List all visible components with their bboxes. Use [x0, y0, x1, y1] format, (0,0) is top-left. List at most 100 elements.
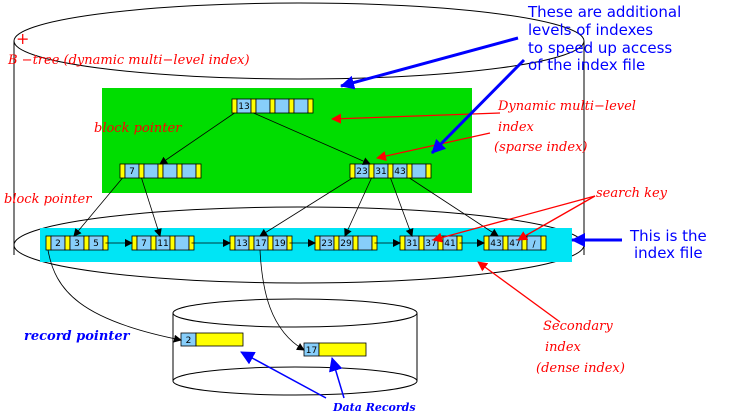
- node-pointer-cell: [368, 163, 375, 179]
- secondary-index-word-label: index: [545, 340, 582, 355]
- level2-node-right: 23 31 43: [349, 163, 432, 179]
- node-pointer-cell: [195, 163, 202, 179]
- node-key-cell: [255, 98, 271, 114]
- record-body-cell: [195, 332, 244, 347]
- node-key-text: 13: [236, 239, 247, 249]
- node-key-text: 47: [509, 239, 520, 249]
- node-key-text: 5: [93, 239, 99, 249]
- data-records-cylinder: [172, 298, 418, 396]
- search-key-arrow-2: [517, 195, 596, 241]
- root-node: 13: [231, 98, 314, 114]
- record-pointer-to-2: [47, 249, 182, 343]
- record-pointer-to-17: [259, 249, 305, 351]
- node-pointer-cell: [314, 235, 321, 251]
- node-key-text: 7: [129, 167, 135, 177]
- node-pointer-cell: [250, 98, 257, 114]
- btree-title: B −tree (dynamic multi−level index): [7, 53, 250, 68]
- node-pointer-cell: [540, 235, 547, 251]
- node-pointer-cell: [502, 235, 509, 251]
- node-pointer-cell: [138, 163, 145, 179]
- index-word-label: index: [498, 120, 535, 135]
- node-pointer-cell: [157, 163, 164, 179]
- node-key-cell: [274, 98, 290, 114]
- data-record-arrow-1: [240, 351, 327, 399]
- node-key-text: 19: [274, 239, 286, 249]
- node-pointer-cell: [521, 235, 528, 251]
- leaf-node: 7 11: [131, 235, 195, 251]
- node-pointer-cell: [418, 235, 425, 251]
- node-pointer-cell: [387, 163, 394, 179]
- index-file-line-2: index file: [634, 244, 703, 262]
- node-pointer-cell: [307, 98, 314, 114]
- leaf-node: 13 17 19: [229, 235, 293, 251]
- node-key-text: 41: [444, 239, 455, 249]
- record-pointer-label: record pointer: [24, 329, 131, 344]
- record-key-text: 17: [306, 346, 317, 356]
- node-pointer-cell: [267, 235, 274, 251]
- level2-right-pointer-1: [259, 177, 353, 237]
- index-cylinder: [13, 2, 585, 284]
- secondary-label: Secondary: [543, 319, 613, 334]
- node-key-text: 11: [157, 239, 168, 249]
- node-key-cell: [143, 163, 159, 179]
- node-pointer-cell: [349, 163, 356, 179]
- node-key-text: 23: [356, 167, 367, 177]
- node-key-text: 31: [375, 167, 386, 177]
- node-key-cell: [181, 163, 197, 179]
- node-pointer-cell: [406, 163, 413, 179]
- node-key-text: 23: [321, 239, 332, 249]
- node-pointer-cell: [399, 235, 406, 251]
- index-file-line-1: This is the: [629, 227, 707, 245]
- node-pointer-cell: [288, 98, 295, 114]
- node-pointer-cell: [248, 235, 255, 251]
- node-key-cell: [293, 98, 309, 114]
- node-pointer-cell: [269, 98, 276, 114]
- data-record: 2: [180, 332, 244, 347]
- node-pointer-cell: [131, 235, 138, 251]
- data-record-arrow-2: [329, 357, 345, 399]
- node-pointer-cell: [229, 235, 236, 251]
- node-pointer-cell: [150, 235, 157, 251]
- additional-levels-line-1: These are additional: [527, 3, 681, 21]
- tree-links: [47, 112, 499, 351]
- level2-left-pointer-2: [141, 177, 162, 237]
- node-key-text: 37: [425, 239, 436, 249]
- search-key-label: search key: [596, 186, 668, 201]
- block-pointer-label-2: block pointer: [4, 192, 92, 207]
- node-key-text: 43: [394, 167, 405, 177]
- node-pointer-cell: [169, 235, 176, 251]
- dense-index-label: (dense index): [536, 361, 625, 376]
- secondary-index-arrow: [477, 261, 561, 323]
- node-key-cell: [174, 235, 190, 251]
- node-pointer-cell: [176, 163, 183, 179]
- node-pointer-cell: [83, 235, 90, 251]
- node-key-text: 17: [255, 239, 266, 249]
- leaf-end-mark: /: [532, 240, 536, 250]
- level2-right-pointer-2: [344, 177, 372, 237]
- node-key-cell: [357, 235, 373, 251]
- record-body-cell: [318, 342, 367, 357]
- data-records-label: Data Records: [332, 401, 416, 413]
- node-pointer-cell: [333, 235, 340, 251]
- node-key-cell: [411, 163, 427, 179]
- additional-levels-line-2: levels of indexes: [528, 21, 653, 39]
- node-pointer-cell: [231, 98, 238, 114]
- node-pointer-cell: [352, 235, 359, 251]
- additional-levels-arrow-1: [340, 36, 519, 90]
- root-to-right-pointer: [253, 112, 371, 165]
- node-key-text: 2: [55, 239, 61, 249]
- additional-levels-line-3: to speed up access: [528, 39, 672, 57]
- node-pointer-cell: [425, 163, 432, 179]
- annotation-arrows: [240, 36, 622, 399]
- sparse-index-label: (sparse index): [494, 140, 587, 155]
- node-pointer-cell: [45, 235, 52, 251]
- node-pointer-cell: [483, 235, 490, 251]
- plus-sign: +: [16, 29, 29, 48]
- node-key-text: 7: [141, 239, 147, 249]
- node-pointer-cell: [119, 163, 126, 179]
